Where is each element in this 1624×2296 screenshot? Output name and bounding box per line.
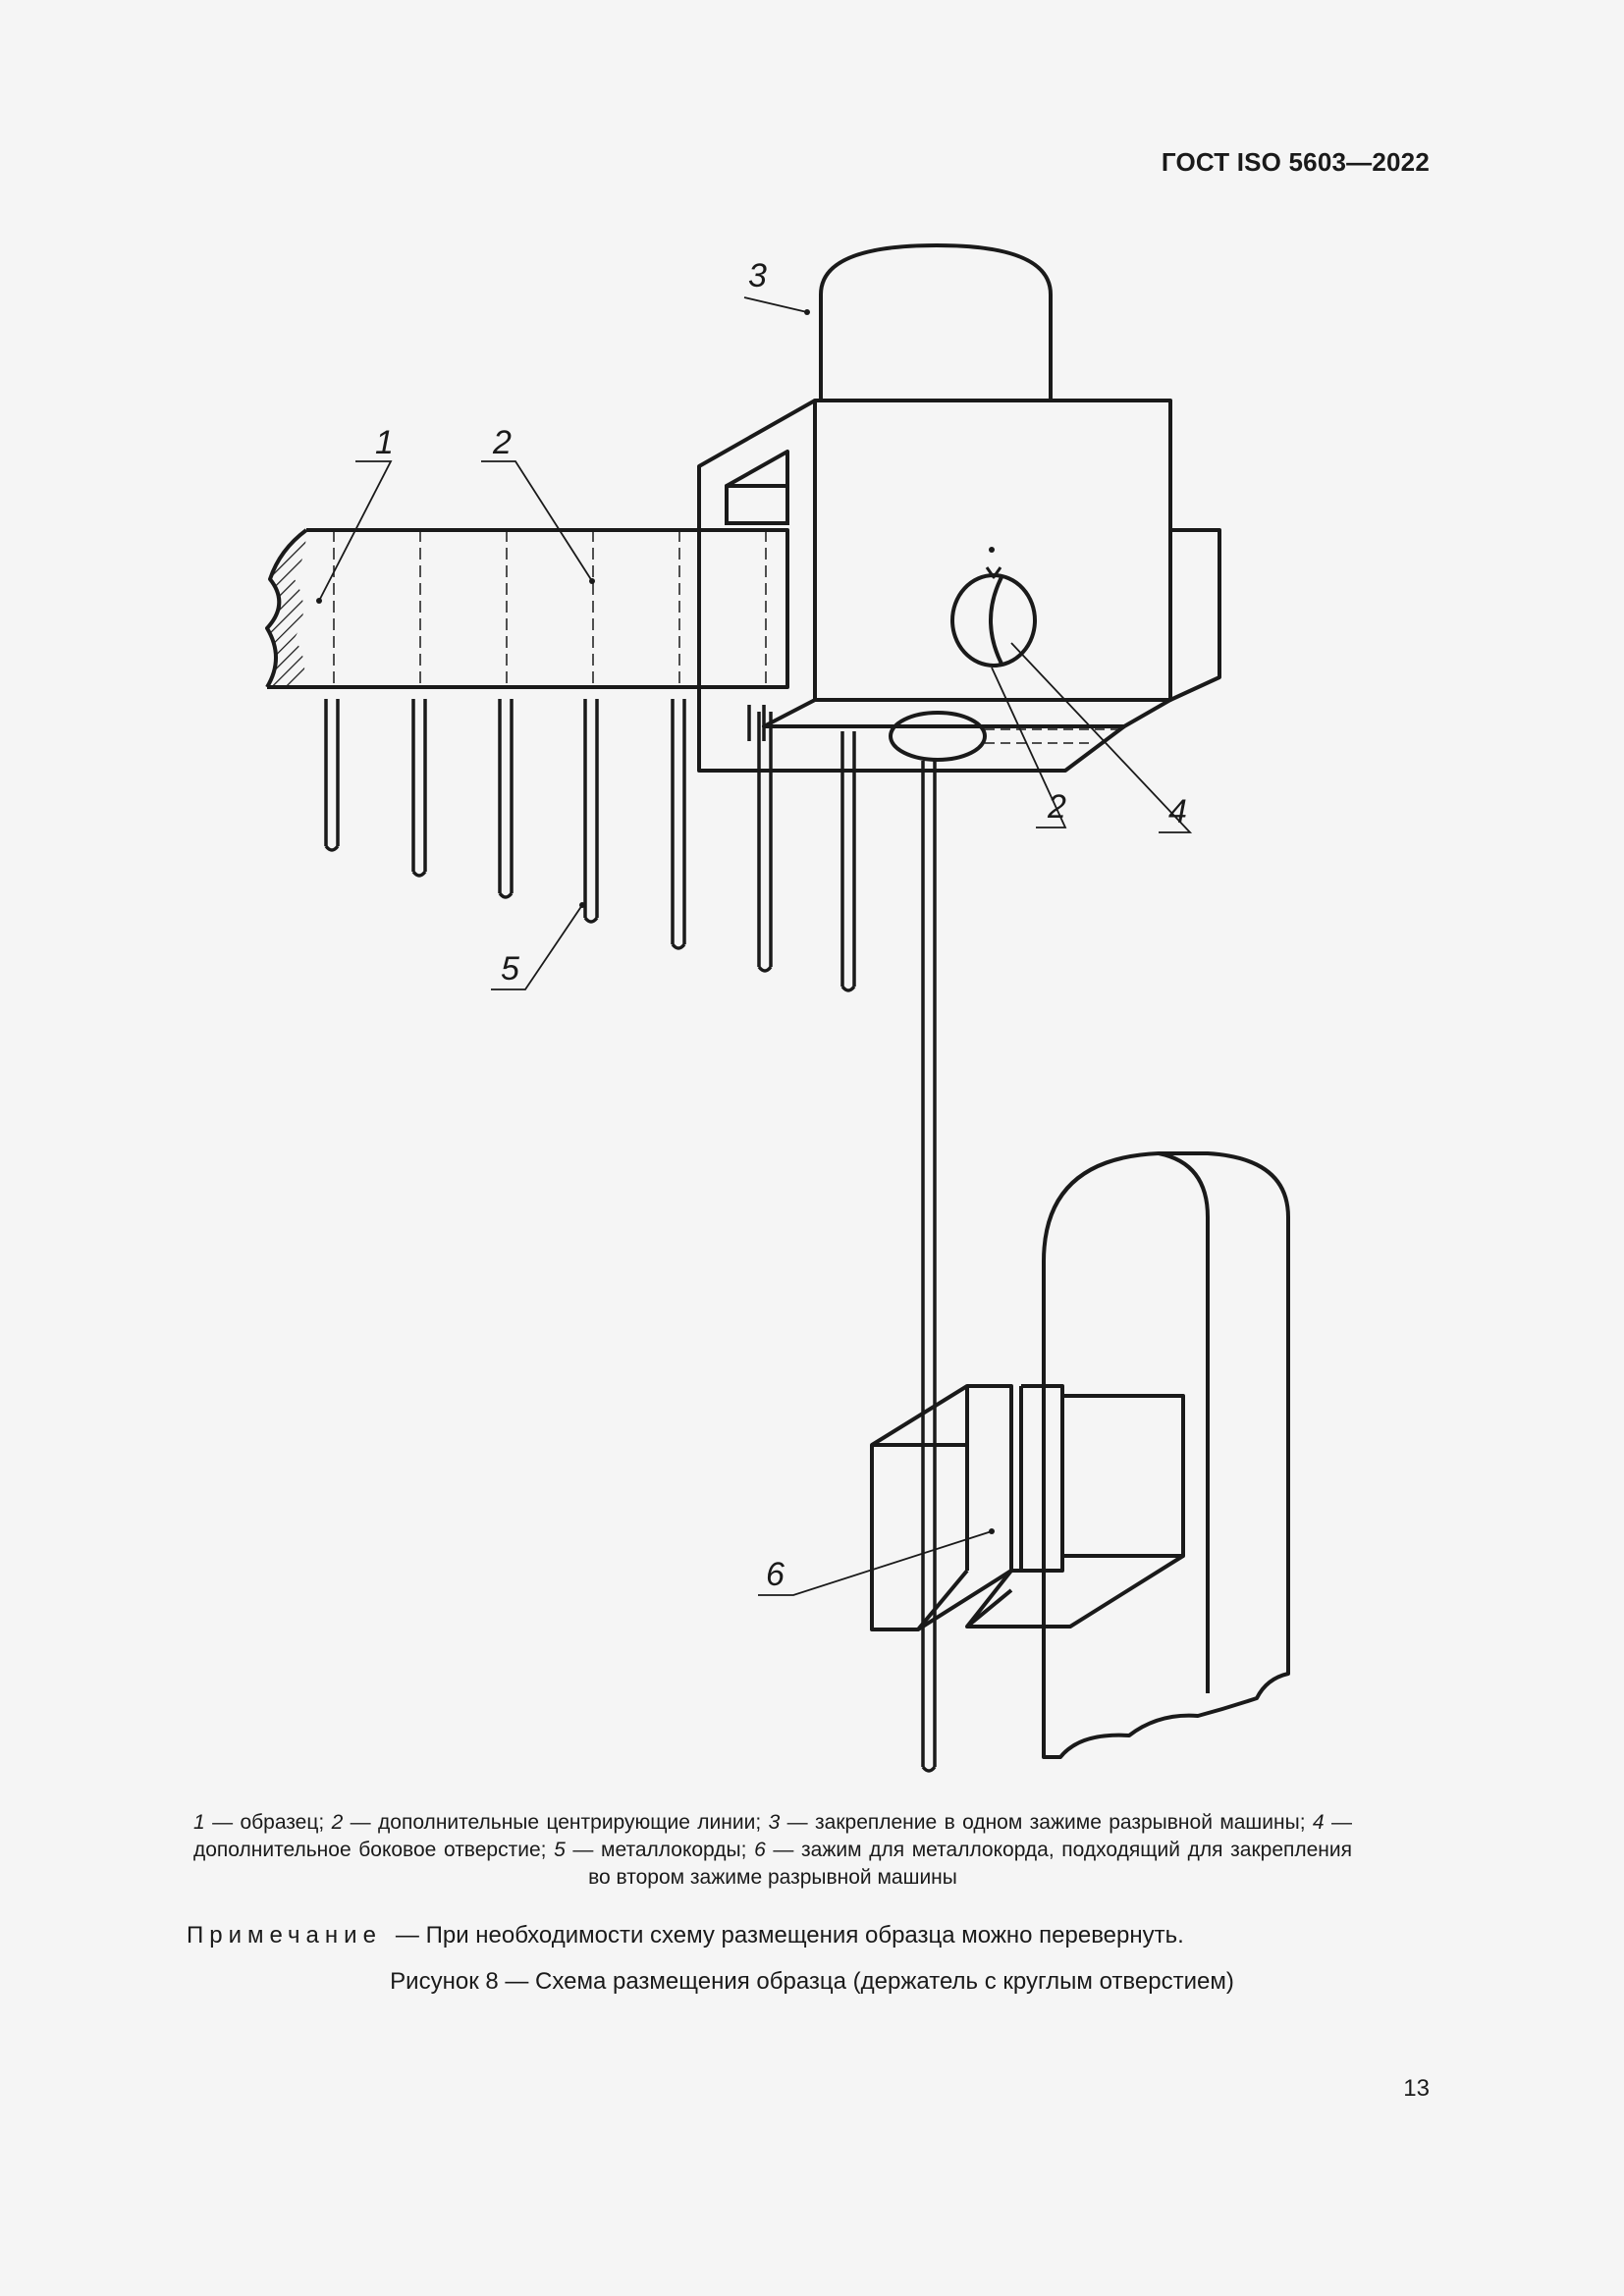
- label-1: 1: [375, 424, 394, 461]
- legend-text: — дополнительные центрирующие линии;: [343, 1811, 769, 1834]
- label-3: 3: [748, 257, 767, 294]
- label-2-hole: 2: [1047, 788, 1066, 826]
- figure-note: Примечание — При необходимости схему разм…: [187, 1922, 1463, 1949]
- metal-cords: [324, 699, 937, 1773]
- legend-text: — дополнительное боковое отверстие;: [193, 1811, 1352, 1861]
- clamp-box-right-block: [1169, 528, 1221, 702]
- figure-8-drawing: 3 1 2 5 2 4 6: [265, 243, 1290, 1773]
- label-5: 5: [501, 950, 519, 988]
- round-hole: [889, 711, 987, 762]
- specimen-holder-schematic: 3 1 2 5 2 4 6: [265, 243, 1290, 1773]
- specimen-strip: [267, 528, 789, 689]
- upper-grip: [819, 243, 1053, 400]
- frame-inner-block: [725, 484, 789, 525]
- side-hole: [950, 573, 1037, 667]
- page-number: 13: [1403, 2075, 1430, 2102]
- u-frame: [697, 399, 1126, 773]
- clamp-box: [813, 399, 1172, 702]
- legend-text: — закрепление в одном зажиме разрывной м…: [780, 1811, 1313, 1834]
- document-code: ГОСТ ISO 5603—2022: [1161, 147, 1430, 177]
- note-text: — При необходимости схему размещения обр…: [395, 1922, 1184, 1949]
- legend-text: — образец;: [204, 1811, 332, 1834]
- label-6: 6: [766, 1556, 785, 1593]
- legend-num: 2: [331, 1811, 344, 1834]
- cord-clamp: [870, 1384, 1013, 1631]
- lower-column: [1042, 1151, 1290, 1759]
- clamp-box-bottom: [762, 698, 1171, 728]
- legend-num: 4: [1312, 1811, 1325, 1834]
- legend-num: 1: [193, 1811, 205, 1834]
- legend-text: — зажим для металлокорда, подходящий для…: [588, 1839, 1353, 1889]
- figure-legend: 1 — образец; 2 — дополнительные центриру…: [193, 1809, 1352, 1892]
- legend-num: 3: [768, 1811, 781, 1834]
- note-label: Примечание: [187, 1922, 382, 1949]
- label-4: 4: [1168, 793, 1187, 830]
- u-frame-inner: [725, 450, 789, 525]
- figure-caption: Рисунок 8 — Схема размещения образца (де…: [390, 1968, 1234, 1995]
- legend-text: — металлокорды;: [565, 1839, 755, 1861]
- label-2: 2: [492, 424, 512, 461]
- legend-num: 6: [754, 1839, 766, 1861]
- legend-num: 5: [554, 1839, 566, 1861]
